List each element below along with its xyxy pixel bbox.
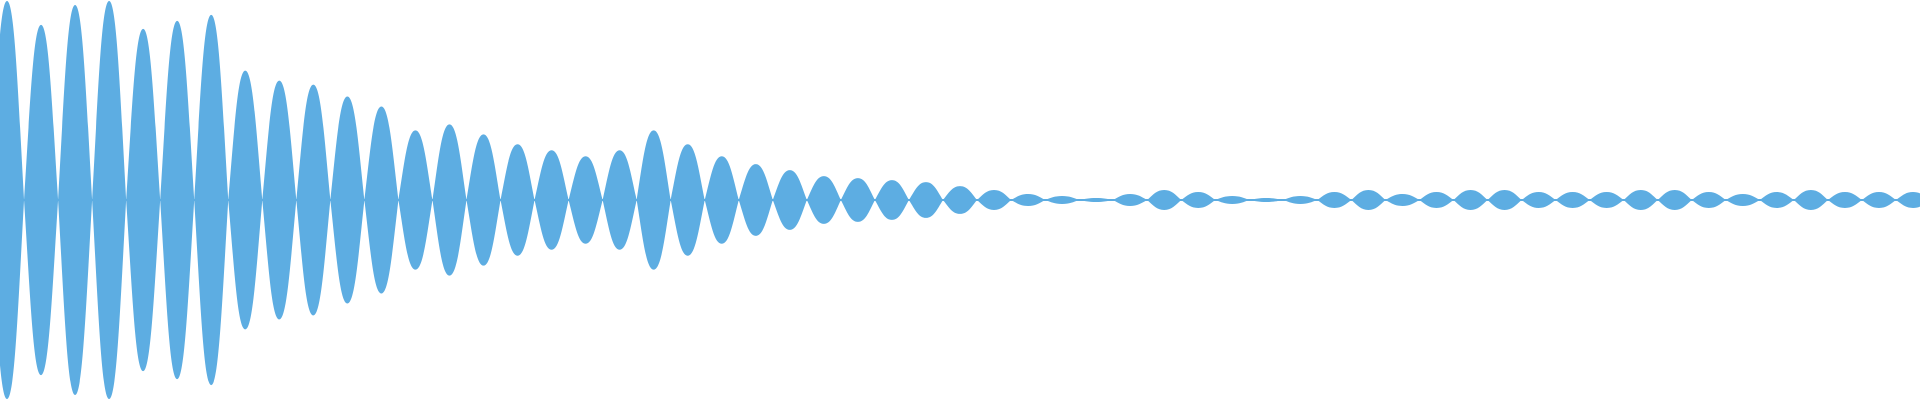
waveform-lobe [942, 186, 978, 214]
waveform-lobe [194, 14, 229, 386]
waveform-lobe [1555, 192, 1590, 208]
waveform-lobe [500, 144, 535, 256]
waveform-lobe [1079, 198, 1114, 202]
waveform-lobe [432, 124, 467, 276]
waveform-lobe [1215, 196, 1250, 204]
waveform-lobe [704, 156, 739, 244]
waveform-lobe [1759, 192, 1794, 208]
waveform-lobe [126, 28, 161, 372]
waveform-lobe [908, 182, 943, 218]
waveform-lobe [1113, 194, 1148, 206]
waveform-lobe [738, 164, 773, 236]
waveform-lobe [1657, 190, 1692, 210]
waveform-lobe [534, 150, 569, 250]
waveform-lobe [1453, 190, 1488, 210]
waveform-lobe [1385, 194, 1420, 206]
waveform-lobe [840, 178, 875, 222]
waveform-lobe [1147, 190, 1182, 210]
waveform-lobe [636, 130, 671, 270]
waveform-lobe [1045, 196, 1080, 204]
waveform-lobe [364, 106, 399, 294]
waveform-lobe [1793, 190, 1828, 210]
waveform-lobe [1691, 192, 1726, 208]
waveform-lobe [1895, 192, 1920, 208]
waveform-lobe [1351, 190, 1386, 210]
waveform-lobe [1487, 190, 1522, 210]
waveform-lobe [602, 150, 637, 250]
waveform-lobe [398, 130, 433, 270]
waveform-lobe [58, 4, 93, 396]
waveform-lobe [92, 1, 127, 399]
waveform-lobe [1181, 192, 1216, 208]
waveform-lobe [1283, 196, 1318, 204]
waveform-lobe [1249, 198, 1284, 202]
waveform-lobe [262, 80, 297, 320]
waveform-lobe [874, 180, 909, 220]
waveform-lobe [466, 134, 501, 266]
waveform-lobe [296, 84, 331, 316]
waveform-lobe [1521, 192, 1556, 208]
waveform-lobe [670, 144, 705, 256]
waveform-lobe [160, 20, 195, 380]
waveform-lobe [1725, 194, 1760, 206]
waveform-lobe [330, 96, 365, 304]
waveform-lobe [228, 70, 263, 330]
waveform-lobe [1589, 192, 1624, 208]
waveform-lobe [1623, 190, 1658, 210]
waveform-lobe [1317, 192, 1352, 208]
waveform-lobe [1861, 192, 1896, 208]
waveform-lobe [568, 156, 603, 244]
waveform-lobe [806, 176, 841, 224]
waveform-lobe [1827, 192, 1862, 208]
waveform-lobe [1011, 194, 1046, 206]
waveform-lobe [0, 1, 25, 399]
waveform-lobe [977, 190, 1012, 210]
waveform-lobe [24, 24, 59, 376]
waveform-lobe [772, 170, 807, 230]
waveform-lobe [1419, 192, 1454, 208]
